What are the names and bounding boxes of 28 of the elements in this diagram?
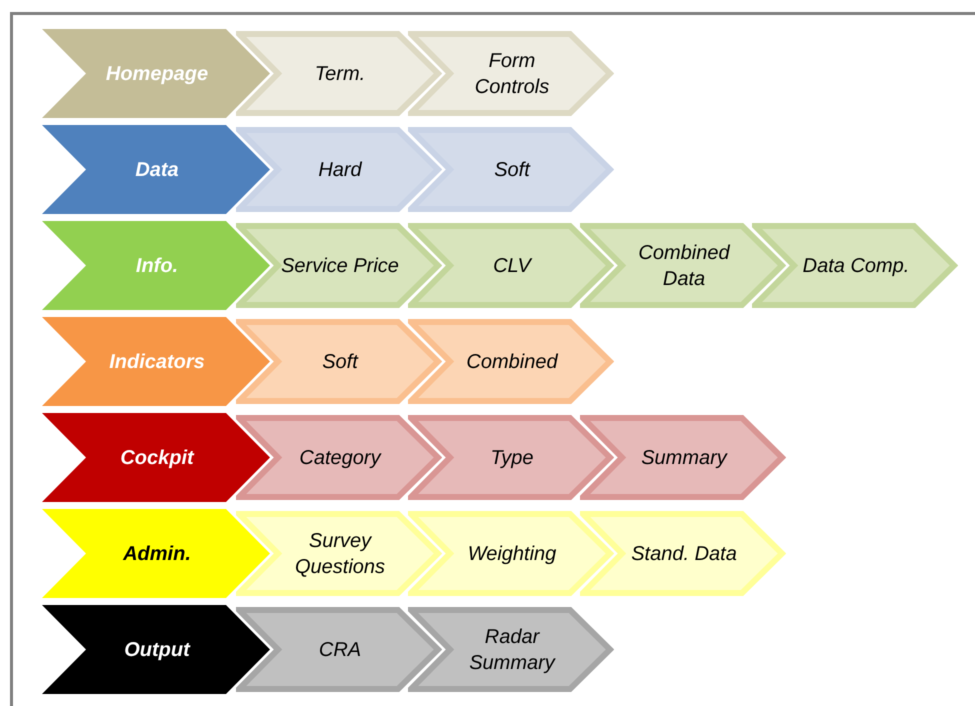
step-label: Homepage (106, 62, 208, 86)
step-label: Indicators (109, 350, 205, 374)
chevron-step (42, 413, 270, 502)
chevron-step (42, 317, 270, 406)
chevron-step (42, 29, 270, 118)
substep-label: Data Comp. (802, 254, 910, 278)
substep-label: Combined (466, 350, 558, 374)
chevron-substep (408, 127, 614, 212)
substep-label: Radar Summary (468, 624, 556, 676)
chevron-substep (408, 319, 614, 404)
chevron-substep (580, 415, 786, 500)
step-label: Output (124, 638, 190, 662)
chevron-step (42, 509, 270, 598)
step-label: Info. (136, 254, 178, 278)
chevron-substep (408, 31, 614, 116)
chevron-substep (752, 223, 958, 308)
substep-label: Stand. Data (631, 542, 737, 566)
chevron-step (42, 221, 270, 310)
substep-label: Soft (494, 158, 530, 182)
chevron-substep (580, 511, 786, 596)
step-label: Cockpit (120, 446, 194, 470)
chevron-substep (408, 607, 614, 692)
substep-label: Summary (641, 446, 727, 470)
step-label: Admin. (123, 542, 191, 566)
substep-label: Form Controls (474, 48, 550, 100)
step-label: Data (135, 158, 179, 182)
chevron-step (42, 125, 270, 214)
chevron-step (42, 605, 270, 694)
